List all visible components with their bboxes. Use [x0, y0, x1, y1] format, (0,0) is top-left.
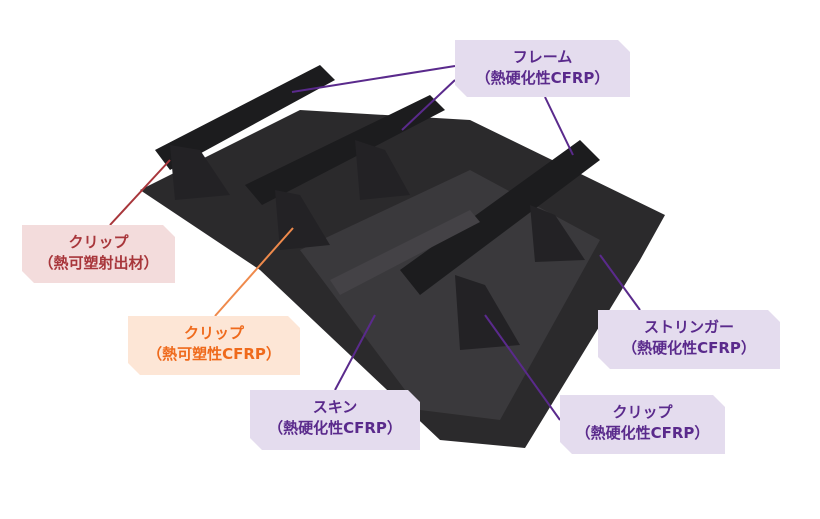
label-skin-name: スキン [312, 398, 358, 416]
leader-clip-thermoset [484, 314, 561, 421]
label-clip-thermoplastic: クリップ （熱可塑性CFRP） [128, 316, 300, 375]
clip-4 [355, 140, 410, 200]
label-clip-thermoset-name: クリップ [612, 403, 673, 421]
leader-clip-injection [109, 159, 171, 226]
leader-clip-thermoplastic [214, 227, 294, 317]
label-clip-thermoset-material: （熱硬化性CFRP） [575, 424, 710, 442]
leader-frame-2 [401, 79, 456, 131]
label-frame: フレーム （熱硬化性CFRP） [455, 40, 630, 97]
clip-2 [275, 190, 330, 250]
label-clip-injection: クリップ （熱可塑射出材） [22, 225, 175, 283]
leader-skin [334, 314, 376, 391]
clip-3 [455, 275, 520, 350]
label-clip-thermoset: クリップ （熱硬化性CFRP） [560, 395, 725, 454]
label-skin: スキン （熱硬化性CFRP） [250, 390, 420, 450]
frame-2 [245, 95, 445, 205]
stringer [330, 210, 480, 295]
frame-1 [155, 65, 335, 170]
label-stringer-name: ストリンガー [643, 318, 734, 336]
clip-1 [170, 145, 230, 200]
leader-stringer [599, 254, 641, 311]
leader-frame-1 [291, 65, 456, 93]
label-stringer-material: （熱硬化性CFRP） [622, 339, 756, 357]
skin-surface-light [300, 170, 600, 420]
clip-5 [530, 205, 585, 262]
leader-frame-3 [544, 96, 574, 156]
label-skin-material: （熱硬化性CFRP） [268, 419, 402, 437]
label-frame-name: フレーム [512, 48, 573, 66]
label-clip-thermoplastic-material: （熱可塑性CFRP） [147, 345, 281, 363]
label-frame-material: （熱硬化性CFRP） [475, 69, 610, 87]
frame-3 [400, 140, 600, 295]
label-clip-injection-name: クリップ [68, 233, 129, 251]
label-stringer: ストリンガー （熱硬化性CFRP） [598, 310, 780, 369]
label-clip-injection-material: （熱可塑射出材） [38, 254, 159, 272]
label-clip-thermoplastic-name: クリップ [183, 324, 244, 342]
